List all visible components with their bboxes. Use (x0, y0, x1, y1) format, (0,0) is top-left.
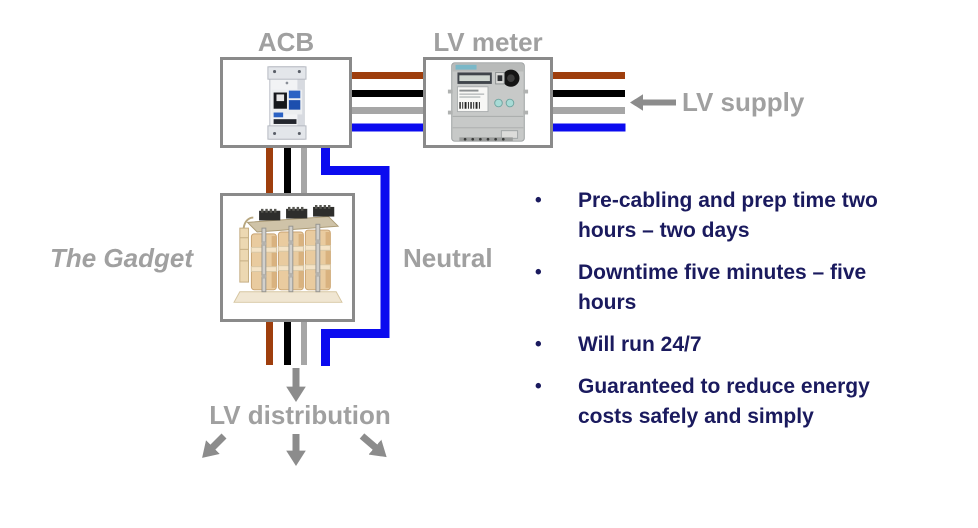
bullet-text: Guaranteed to reduce energy costs safely… (578, 375, 870, 428)
bullet-list: • Pre-cabling and prep time two hours – … (531, 186, 931, 444)
lv-meter-label: LV meter (433, 27, 543, 57)
neutral-label: Neutral (403, 243, 493, 273)
the-gadget-label: The Gadget (49, 243, 193, 273)
lv-meter-box (423, 57, 553, 148)
bullet-dot: • (535, 334, 542, 355)
acb-breaker-image (267, 65, 307, 140)
acb-box (220, 57, 352, 148)
flow-arrows (202, 94, 676, 466)
coil-columns (250, 223, 331, 292)
lv-meter-image (447, 61, 529, 142)
distribution-arrow-left-icon (202, 433, 227, 458)
acb-label: ACB (257, 27, 315, 57)
bullet-text: Pre-cabling and prep time two hours – tw… (578, 189, 878, 242)
bullet-item: • Pre-cabling and prep time two hours – … (531, 186, 931, 246)
lv-supply-label: LV supply (682, 87, 805, 117)
bullet-dot: • (535, 376, 542, 397)
bullet-text: Downtime five minutes – five hours (578, 261, 867, 314)
terminal-blocks (258, 204, 334, 220)
bullet-dot: • (535, 262, 542, 283)
wire-neutral-bypass-path (321, 146, 390, 366)
bullet-item: • Will run 24/7 (531, 330, 931, 360)
bullet-dot: • (535, 190, 542, 211)
lv-distribution-label: LV distribution (209, 400, 391, 430)
gadget-transformer-image (232, 204, 343, 303)
bullet-item: • Guaranteed to reduce energy costs safe… (531, 372, 931, 432)
distribution-arrow-right-icon (359, 433, 387, 458)
bullet-item: • Downtime five minutes – five hours (531, 258, 931, 318)
gadget-box (220, 193, 355, 322)
bullet-text: Will run 24/7 (578, 333, 702, 356)
